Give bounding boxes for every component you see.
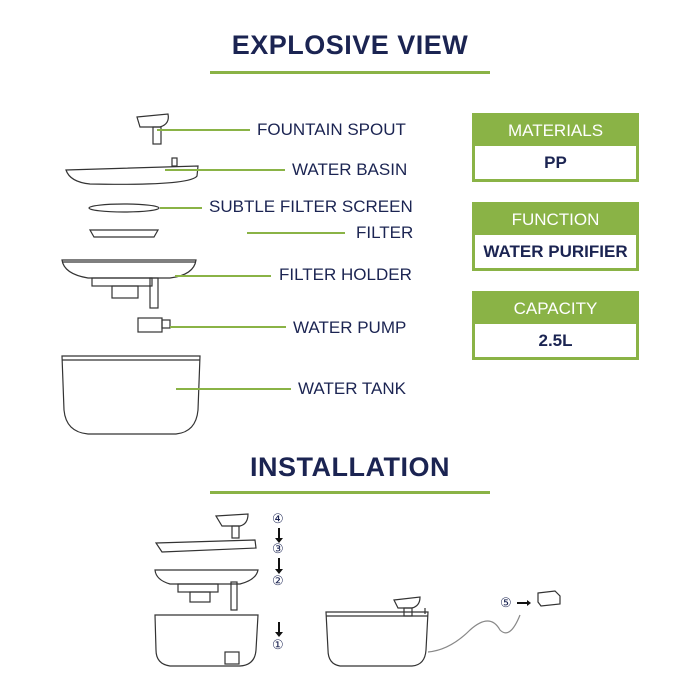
install-stack-drawing bbox=[154, 513, 259, 667]
spec-label: FUNCTION bbox=[511, 210, 600, 229]
leader-line bbox=[160, 207, 202, 209]
leader-line bbox=[176, 388, 291, 390]
assembled-fountain-drawing bbox=[325, 596, 521, 667]
spec-label: CAPACITY bbox=[513, 299, 598, 318]
installation-title: INSTALLATION bbox=[250, 452, 450, 482]
leader-line bbox=[175, 275, 271, 277]
part-label-water-pump: WATER PUMP bbox=[293, 318, 407, 337]
title-underline bbox=[210, 491, 490, 494]
part-label-filter: FILTER bbox=[356, 223, 414, 242]
step-1-marker: ① bbox=[272, 637, 284, 652]
leader-line bbox=[165, 169, 285, 171]
part-label-water-basin: WATER BASIN bbox=[292, 160, 408, 179]
filter-drawing bbox=[88, 229, 160, 238]
title-underline bbox=[210, 71, 490, 74]
filter-screen-drawing bbox=[88, 203, 160, 213]
step-2-marker: ② bbox=[272, 573, 284, 588]
spec-capacity: CAPACITY 2.5L bbox=[472, 291, 639, 360]
fountain-spout-drawing bbox=[136, 113, 169, 145]
step-3-marker: ③ bbox=[272, 541, 284, 556]
water-basin-drawing bbox=[65, 157, 199, 185]
spec-value: WATER PURIFIER bbox=[475, 235, 636, 268]
water-tank-drawing bbox=[61, 355, 201, 435]
part-label-fountain-spout: FOUNTAIN SPOUT bbox=[257, 120, 406, 139]
step-arrows bbox=[278, 528, 528, 634]
spec-label: MATERIALS bbox=[507, 121, 604, 140]
spec-materials: MATERIALS PP bbox=[472, 113, 639, 182]
step-5-marker: ⑤ bbox=[500, 595, 512, 610]
explosive-view-title: EXPLOSIVE VIEW bbox=[231, 30, 469, 60]
filter-holder-drawing bbox=[61, 259, 197, 309]
leader-line bbox=[247, 232, 345, 234]
spec-function: FUNCTION WATER PURIFIER bbox=[472, 202, 639, 271]
part-label-water-tank: WATER TANK bbox=[298, 379, 406, 398]
part-label-filter-holder: FILTER HOLDER bbox=[279, 265, 412, 284]
water-pump-drawing bbox=[137, 317, 171, 333]
part-label-subtle-filter-screen: SUBTLE FILTER SCREEN bbox=[209, 197, 413, 216]
spec-value: 2.5L bbox=[475, 324, 636, 357]
spec-value: PP bbox=[475, 146, 636, 179]
adapter-drawing bbox=[537, 590, 561, 607]
step-4-marker: ④ bbox=[272, 511, 284, 526]
leader-line bbox=[157, 129, 250, 131]
leader-line bbox=[170, 326, 286, 328]
